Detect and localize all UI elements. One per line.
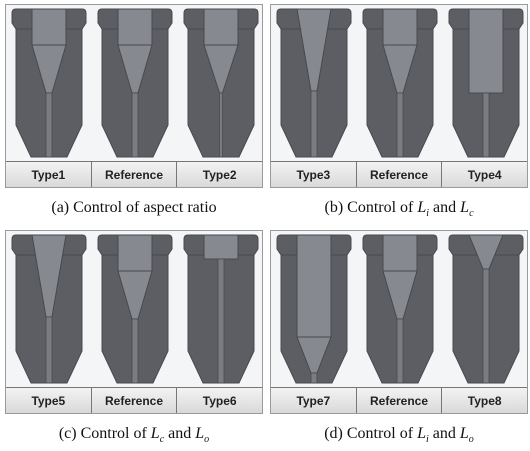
caption-text: (d) Control of <box>324 425 418 442</box>
type-label: Type8 <box>442 388 527 413</box>
length-subscript: o <box>204 434 210 446</box>
nozzle-drawing <box>6 231 262 391</box>
length-symbol: L <box>459 425 469 442</box>
type-label: Reference <box>356 162 443 187</box>
type-label: Type6 <box>177 388 262 413</box>
type-label: Type4 <box>442 162 527 187</box>
nozzle-cross-section <box>11 8 87 158</box>
caption-text: and <box>164 425 196 442</box>
length-symbol: L <box>417 199 427 216</box>
type-label: Type1 <box>6 162 92 187</box>
nozzle-cross-section <box>183 8 259 158</box>
nozzle-drawing <box>271 231 527 391</box>
length-symbol: L <box>460 199 470 216</box>
caption-d: (d) Control of Li and Lo <box>270 425 528 445</box>
nozzle-cross-section <box>183 234 259 384</box>
caption-text: (c) Control of <box>58 425 151 442</box>
nozzle-cross-section <box>362 8 438 158</box>
type-label: Reference <box>356 388 443 413</box>
length-subscript: c <box>469 208 474 220</box>
length-symbol: L <box>150 425 160 442</box>
nozzle-cross-section <box>97 8 173 158</box>
type-label: Reference <box>91 162 178 187</box>
caption-a: (a) Control of aspect ratio <box>5 199 263 217</box>
type-label: Type2 <box>177 162 262 187</box>
nozzle-cross-section <box>448 8 524 158</box>
nozzle-cross-section <box>97 234 173 384</box>
caption-text: (b) Control of <box>324 199 418 216</box>
length-subscript: o <box>468 434 474 446</box>
length-symbol: L <box>417 425 426 442</box>
type-label: Type3 <box>271 162 357 187</box>
nozzle-cross-section <box>11 234 87 384</box>
type-label: Type7 <box>271 388 357 413</box>
caption-text: and <box>429 199 461 216</box>
caption-text: (a) Control of aspect ratio <box>51 199 217 216</box>
nozzle-drawing <box>6 5 262 165</box>
nozzle-cross-section <box>448 234 524 384</box>
length-subscript: c <box>159 434 165 446</box>
length-subscript: i <box>425 434 429 446</box>
nozzle-cross-section <box>276 234 352 384</box>
caption-text: and <box>428 425 460 442</box>
nozzle-cross-section <box>362 234 438 384</box>
type-label: Reference <box>91 388 178 413</box>
nozzle-cross-section <box>276 8 352 158</box>
length-symbol: L <box>195 425 205 442</box>
caption-b: (b) Control of Li and Lc <box>270 199 528 219</box>
caption-c: (c) Control of Lc and Lo <box>5 425 263 445</box>
type-label: Type5 <box>6 388 92 413</box>
nozzle-drawing <box>271 5 527 165</box>
length-subscript: i <box>426 208 430 220</box>
